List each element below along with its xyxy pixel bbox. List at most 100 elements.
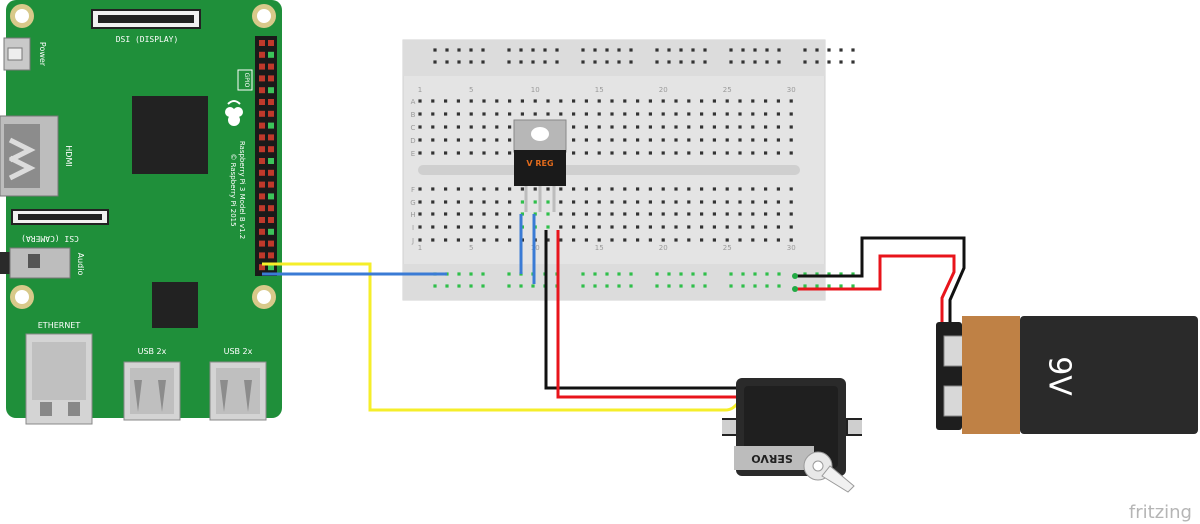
breadboard-hole bbox=[469, 238, 473, 242]
breadboard-hole bbox=[655, 60, 659, 64]
breadboard-hole bbox=[507, 48, 511, 52]
breadboard-hole bbox=[815, 272, 819, 276]
gpio-pin bbox=[268, 240, 274, 247]
breadboard-hole bbox=[444, 238, 448, 242]
breadboard-hole bbox=[482, 200, 486, 204]
breadboard-hole bbox=[738, 138, 742, 142]
breadboard-hole bbox=[753, 60, 757, 64]
breadboard-hole bbox=[623, 187, 627, 191]
breadboard-hole bbox=[751, 212, 755, 216]
breadboard-hole bbox=[776, 187, 780, 191]
breadboard-hole bbox=[648, 200, 652, 204]
breadboard-hole bbox=[482, 112, 486, 116]
breadboard-hole bbox=[508, 212, 512, 216]
fritzing-watermark: fritzing bbox=[1129, 502, 1192, 523]
breadboard-hole bbox=[546, 225, 550, 229]
breadboard-hole bbox=[815, 48, 819, 52]
gpio-pin bbox=[268, 87, 274, 94]
breadboard-hole bbox=[803, 60, 807, 64]
breadboard-hole bbox=[765, 284, 769, 288]
servo-motor: SERVO bbox=[722, 378, 862, 493]
usb-label-2: USB 2x bbox=[224, 347, 253, 356]
breadboard-hole bbox=[725, 125, 729, 129]
battery-ground-wire bbox=[795, 236, 966, 322]
signal-wire bbox=[262, 262, 725, 412]
breadboard-hole bbox=[431, 225, 435, 229]
breadboard-hole bbox=[593, 60, 597, 64]
breadboard-hole bbox=[469, 212, 473, 216]
breadboard-hole bbox=[495, 125, 499, 129]
breadboard-hole bbox=[597, 112, 601, 116]
breadboard-hole bbox=[700, 225, 704, 229]
breadboard-hole bbox=[661, 187, 665, 191]
breadboard-hole bbox=[712, 99, 716, 103]
breadboard-hole bbox=[433, 60, 437, 64]
breadboard-hole bbox=[593, 48, 597, 52]
breadboard-column-label: 10 bbox=[531, 86, 540, 94]
breadboard-hole bbox=[418, 99, 422, 103]
breadboard-hole bbox=[674, 187, 678, 191]
breadboard-hole bbox=[543, 48, 547, 52]
breadboard-hole bbox=[495, 112, 499, 116]
breadboard-hole bbox=[687, 225, 691, 229]
breadboard-hole bbox=[751, 225, 755, 229]
breadboard-hole bbox=[445, 60, 449, 64]
breadboard-hole bbox=[648, 225, 652, 229]
breadboard-hole bbox=[679, 60, 683, 64]
gpio-pin bbox=[268, 122, 274, 129]
breadboard-hole bbox=[648, 187, 652, 191]
raspberry-logo bbox=[225, 100, 243, 126]
breadboard-row-label: I bbox=[412, 224, 414, 232]
breadboard-hole bbox=[418, 238, 422, 242]
gpio-pin bbox=[259, 146, 265, 153]
breadboard-hole bbox=[617, 272, 621, 276]
breadboard-column-label: 1 bbox=[418, 244, 422, 252]
breadboard-hole bbox=[623, 212, 627, 216]
breadboard-hole bbox=[495, 200, 499, 204]
breadboard-hole bbox=[546, 112, 550, 116]
breadboard-hole bbox=[839, 284, 843, 288]
audio-jack bbox=[0, 247, 71, 279]
breadboard-hole bbox=[751, 238, 755, 242]
breadboard-hole bbox=[667, 60, 671, 64]
breadboard-hole bbox=[431, 200, 435, 204]
breadboard-hole bbox=[469, 225, 473, 229]
breadboard-hole bbox=[674, 112, 678, 116]
breadboard-hole bbox=[519, 60, 523, 64]
breadboard-hole bbox=[605, 48, 609, 52]
breadboard-hole bbox=[572, 151, 576, 155]
breadboard-hole bbox=[776, 125, 780, 129]
breadboard-row-label: C bbox=[411, 124, 416, 132]
breadboard-hole bbox=[456, 99, 460, 103]
breadboard-hole bbox=[495, 212, 499, 216]
breadboard-hole bbox=[482, 225, 486, 229]
breadboard-hole bbox=[481, 48, 485, 52]
breadboard-row-label: B bbox=[411, 111, 416, 119]
gpio-header bbox=[255, 36, 277, 276]
breadboard-hole bbox=[572, 125, 576, 129]
breadboard-hole bbox=[610, 112, 614, 116]
audio-label: Audio bbox=[76, 253, 85, 276]
breadboard-hole bbox=[815, 284, 819, 288]
gpio-pin bbox=[259, 240, 265, 247]
breadboard-hole bbox=[839, 60, 843, 64]
breadboard-hole bbox=[776, 138, 780, 142]
breadboard-column-label: 20 bbox=[659, 244, 668, 252]
breadboard-hole bbox=[456, 212, 460, 216]
breadboard: ABCDEFGHIJ115510101515202025253030 bbox=[402, 39, 855, 301]
breadboard-hole bbox=[674, 151, 678, 155]
breadboard-hole bbox=[481, 284, 485, 288]
breadboard-hole bbox=[533, 200, 537, 204]
gpio-pin bbox=[268, 264, 274, 271]
breadboard-hole bbox=[584, 151, 588, 155]
breadboard-hole bbox=[753, 48, 757, 52]
breadboard-hole bbox=[679, 272, 683, 276]
gpio-pin bbox=[268, 193, 274, 200]
breadboard-hole bbox=[636, 225, 640, 229]
breadboard-hole bbox=[725, 212, 729, 216]
breadboard-hole bbox=[636, 187, 640, 191]
breadboard-hole bbox=[700, 238, 704, 242]
breadboard-hole bbox=[584, 112, 588, 116]
breadboard-hole bbox=[839, 272, 843, 276]
